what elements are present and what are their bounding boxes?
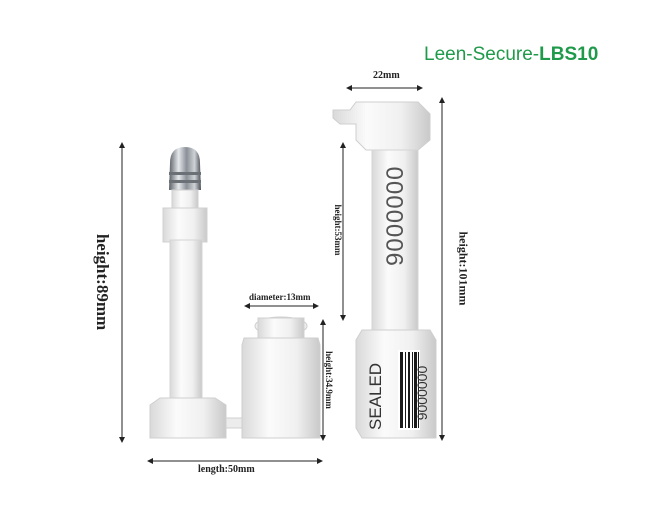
label-height-34: height:34.9mm bbox=[324, 351, 334, 409]
label-diameter: diameter:13mm bbox=[249, 292, 311, 302]
label-height-101: height:101mm bbox=[456, 231, 471, 306]
brand-prefix: Leen-Secure- bbox=[424, 44, 540, 65]
bolt bbox=[149, 147, 245, 439]
barcode bbox=[398, 350, 420, 430]
bushing bbox=[241, 316, 321, 439]
label-length: length:50mm bbox=[198, 464, 255, 475]
product-title: Leen-Secure-LBS10 bbox=[424, 44, 598, 66]
sealed-text: SEALED bbox=[366, 362, 385, 430]
label-top-width: 22mm bbox=[373, 70, 400, 81]
sealed-assembly bbox=[332, 101, 437, 439]
dimension-lines bbox=[119, 85, 445, 464]
label-height-89: height:89mm bbox=[93, 233, 112, 331]
model-name: LBS10 bbox=[539, 44, 599, 65]
label-height-53: height:53mm bbox=[333, 204, 343, 256]
seal-number-bottom: 9000000 bbox=[414, 365, 430, 421]
seal-number-top: 9000000 bbox=[382, 165, 409, 266]
